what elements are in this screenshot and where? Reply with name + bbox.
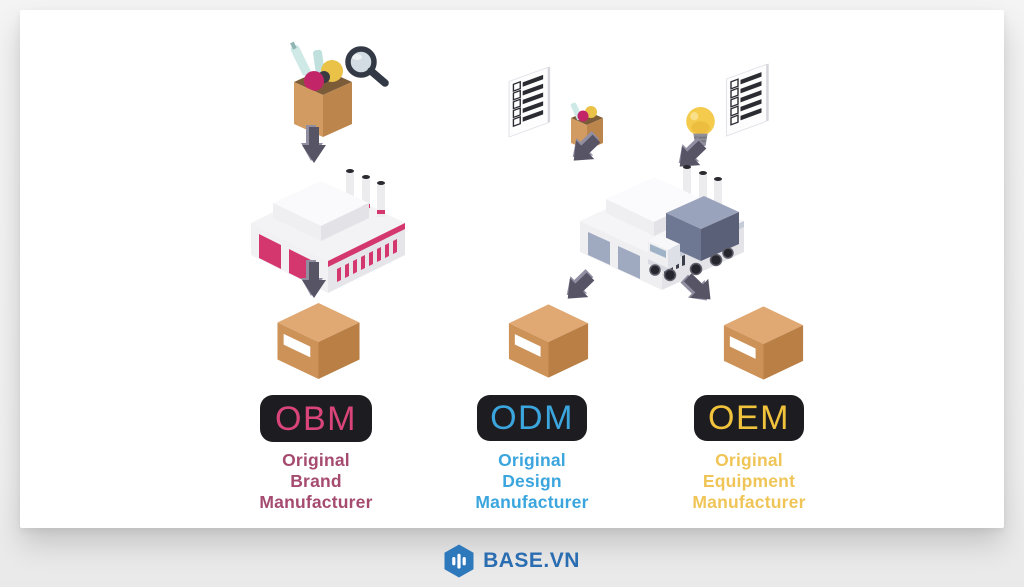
checklist-document-icon	[723, 63, 772, 139]
obm-description-line: Manufacturer	[259, 492, 373, 512]
oem-description: Original Equipment Manufacturer	[669, 450, 829, 513]
obm-factory-icon	[247, 157, 410, 293]
oem-description-line: Manufacturer	[692, 492, 806, 512]
oem-description-line: Equipment	[702, 471, 796, 491]
footer-brand: BASE.VN	[0, 534, 1024, 587]
odm-description-line: Manufacturer	[475, 492, 589, 512]
hexagon-logo-icon	[444, 544, 474, 578]
oem-package-box-icon	[716, 304, 811, 382]
checklist-document-icon	[506, 66, 553, 140]
oem-description-line: Original	[715, 450, 783, 470]
obm-description-line: Brand	[290, 471, 342, 491]
brand-logo-text: BASE.VN	[483, 548, 580, 572]
oem-badge-label: OEM	[708, 399, 790, 437]
down-arrow-icon	[301, 260, 328, 300]
odm-badge-label: ODM	[490, 399, 574, 437]
odm-badge: ODM	[477, 395, 587, 441]
obm-package-box-icon	[269, 301, 368, 381]
diagram-card: OBM Original Brand Manufacturer ODM Orig…	[20, 10, 1004, 528]
odm-description-line: Design	[502, 471, 562, 491]
odm-description-line: Original	[498, 450, 566, 470]
odm-description: Original Design Manufacturer	[452, 450, 612, 513]
obm-description-line: Original	[282, 450, 350, 470]
odm-package-box-icon	[501, 302, 596, 380]
obm-badge: OBM	[260, 395, 372, 442]
obm-badge-label: OBM	[275, 399, 357, 438]
oem-badge: OEM	[694, 395, 804, 441]
factory-truck-icon	[576, 157, 755, 290]
obm-description: Original Brand Manufacturer	[236, 450, 396, 513]
shopping-bag-magnifier-icon	[266, 40, 390, 140]
